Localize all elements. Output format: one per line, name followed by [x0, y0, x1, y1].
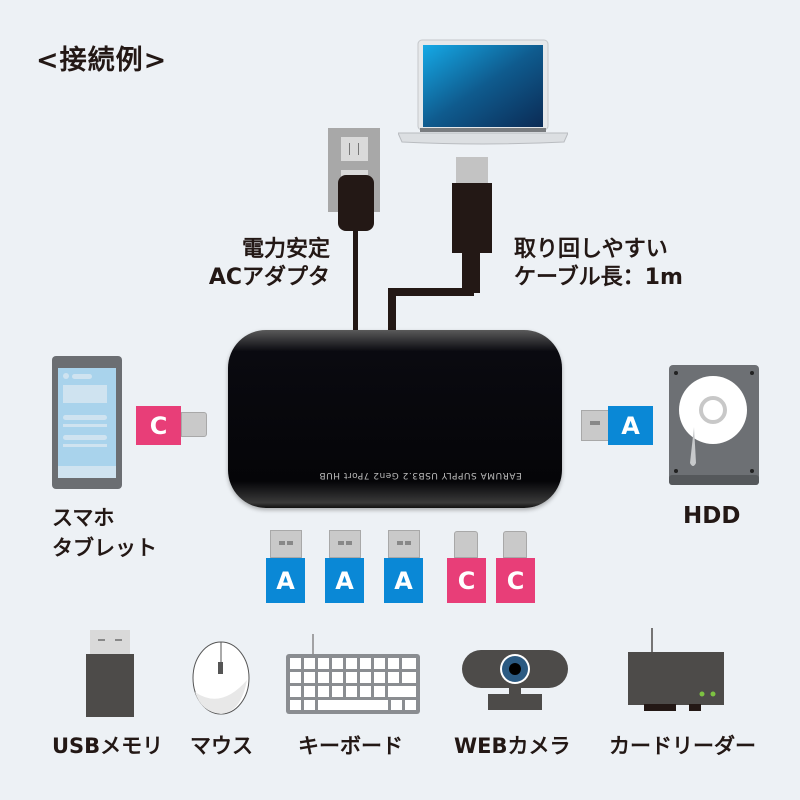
card-reader-icon [628, 628, 724, 712]
port-plug-metal [454, 531, 478, 558]
usb-plug-icon [452, 183, 492, 253]
page-title: <接続例> [36, 45, 168, 76]
usb-plug-metal [456, 157, 488, 183]
usb-c-connector-left: C [136, 406, 181, 445]
smartphone-label-line2: タブレット [52, 536, 157, 560]
hdd-icon [669, 365, 759, 485]
usb-memory-icon [86, 630, 134, 717]
ac-adapter-label-line2: ACアダプタ [208, 265, 330, 290]
mouse-icon [191, 640, 251, 716]
port-plug-metal [503, 531, 527, 558]
device-label-card-reader: カードリーダー [609, 734, 756, 758]
usb-hub: EARUMA SUPPLY USB3.2 Gen2 7Port HUB [228, 330, 562, 508]
port-type-label: A [394, 566, 413, 595]
device-label-keyboard: キーボード [298, 734, 403, 758]
device-label-mouse: マウス [190, 734, 253, 758]
ac-adapter-label: 電力安定 ACアダプタ [190, 236, 330, 292]
port-plug-metal [270, 530, 302, 558]
keyboard-icon [286, 634, 420, 714]
port-plug-metal [388, 530, 420, 558]
smartphone-label: スマホ タブレット [52, 503, 157, 563]
usb-cable [388, 288, 474, 296]
port-type-label: A [335, 566, 354, 595]
usb-a-port-1: A [266, 558, 305, 603]
port-type-label: A [276, 566, 295, 595]
usb-c-port-1: C [447, 558, 486, 603]
cable-length-label: 取り回しやすい ケーブル長：1m [514, 236, 714, 292]
cable-label-line1: 取り回しやすい [514, 237, 668, 262]
ac-cable [353, 230, 358, 330]
cable-label-line2: ケーブル長：1m [514, 265, 683, 290]
laptop-icon [397, 38, 569, 146]
usb-cable [462, 253, 480, 293]
port-plug-metal [329, 530, 361, 558]
usb-c-port-2: C [496, 558, 535, 603]
connector-type-label: C [149, 411, 168, 440]
smartphone-icon [52, 356, 122, 489]
device-label-web-camera: WEBカメラ [454, 734, 571, 758]
usb-a-connector-right: A [608, 406, 653, 445]
ac-plug-icon [338, 175, 374, 231]
usb-cable [388, 288, 396, 330]
usb-a-plug-metal [581, 410, 609, 441]
ac-adapter-label-line1: 電力安定 [241, 237, 330, 262]
usb-a-port-3: A [384, 558, 423, 603]
smartphone-label-line1: スマホ [52, 506, 115, 530]
hub-print-text: EARUMA SUPPLY USB3.2 Gen2 7Port HUB [319, 470, 522, 480]
hdd-label: HDD [683, 503, 741, 529]
usb-c-plug-metal [181, 412, 207, 437]
port-type-label: C [457, 566, 476, 595]
usb-a-port-2: A [325, 558, 364, 603]
device-label-usb-memory: USBメモリ [52, 734, 164, 758]
connector-type-label: A [621, 411, 640, 440]
port-type-label: C [506, 566, 525, 595]
web-camera-icon [462, 650, 568, 712]
